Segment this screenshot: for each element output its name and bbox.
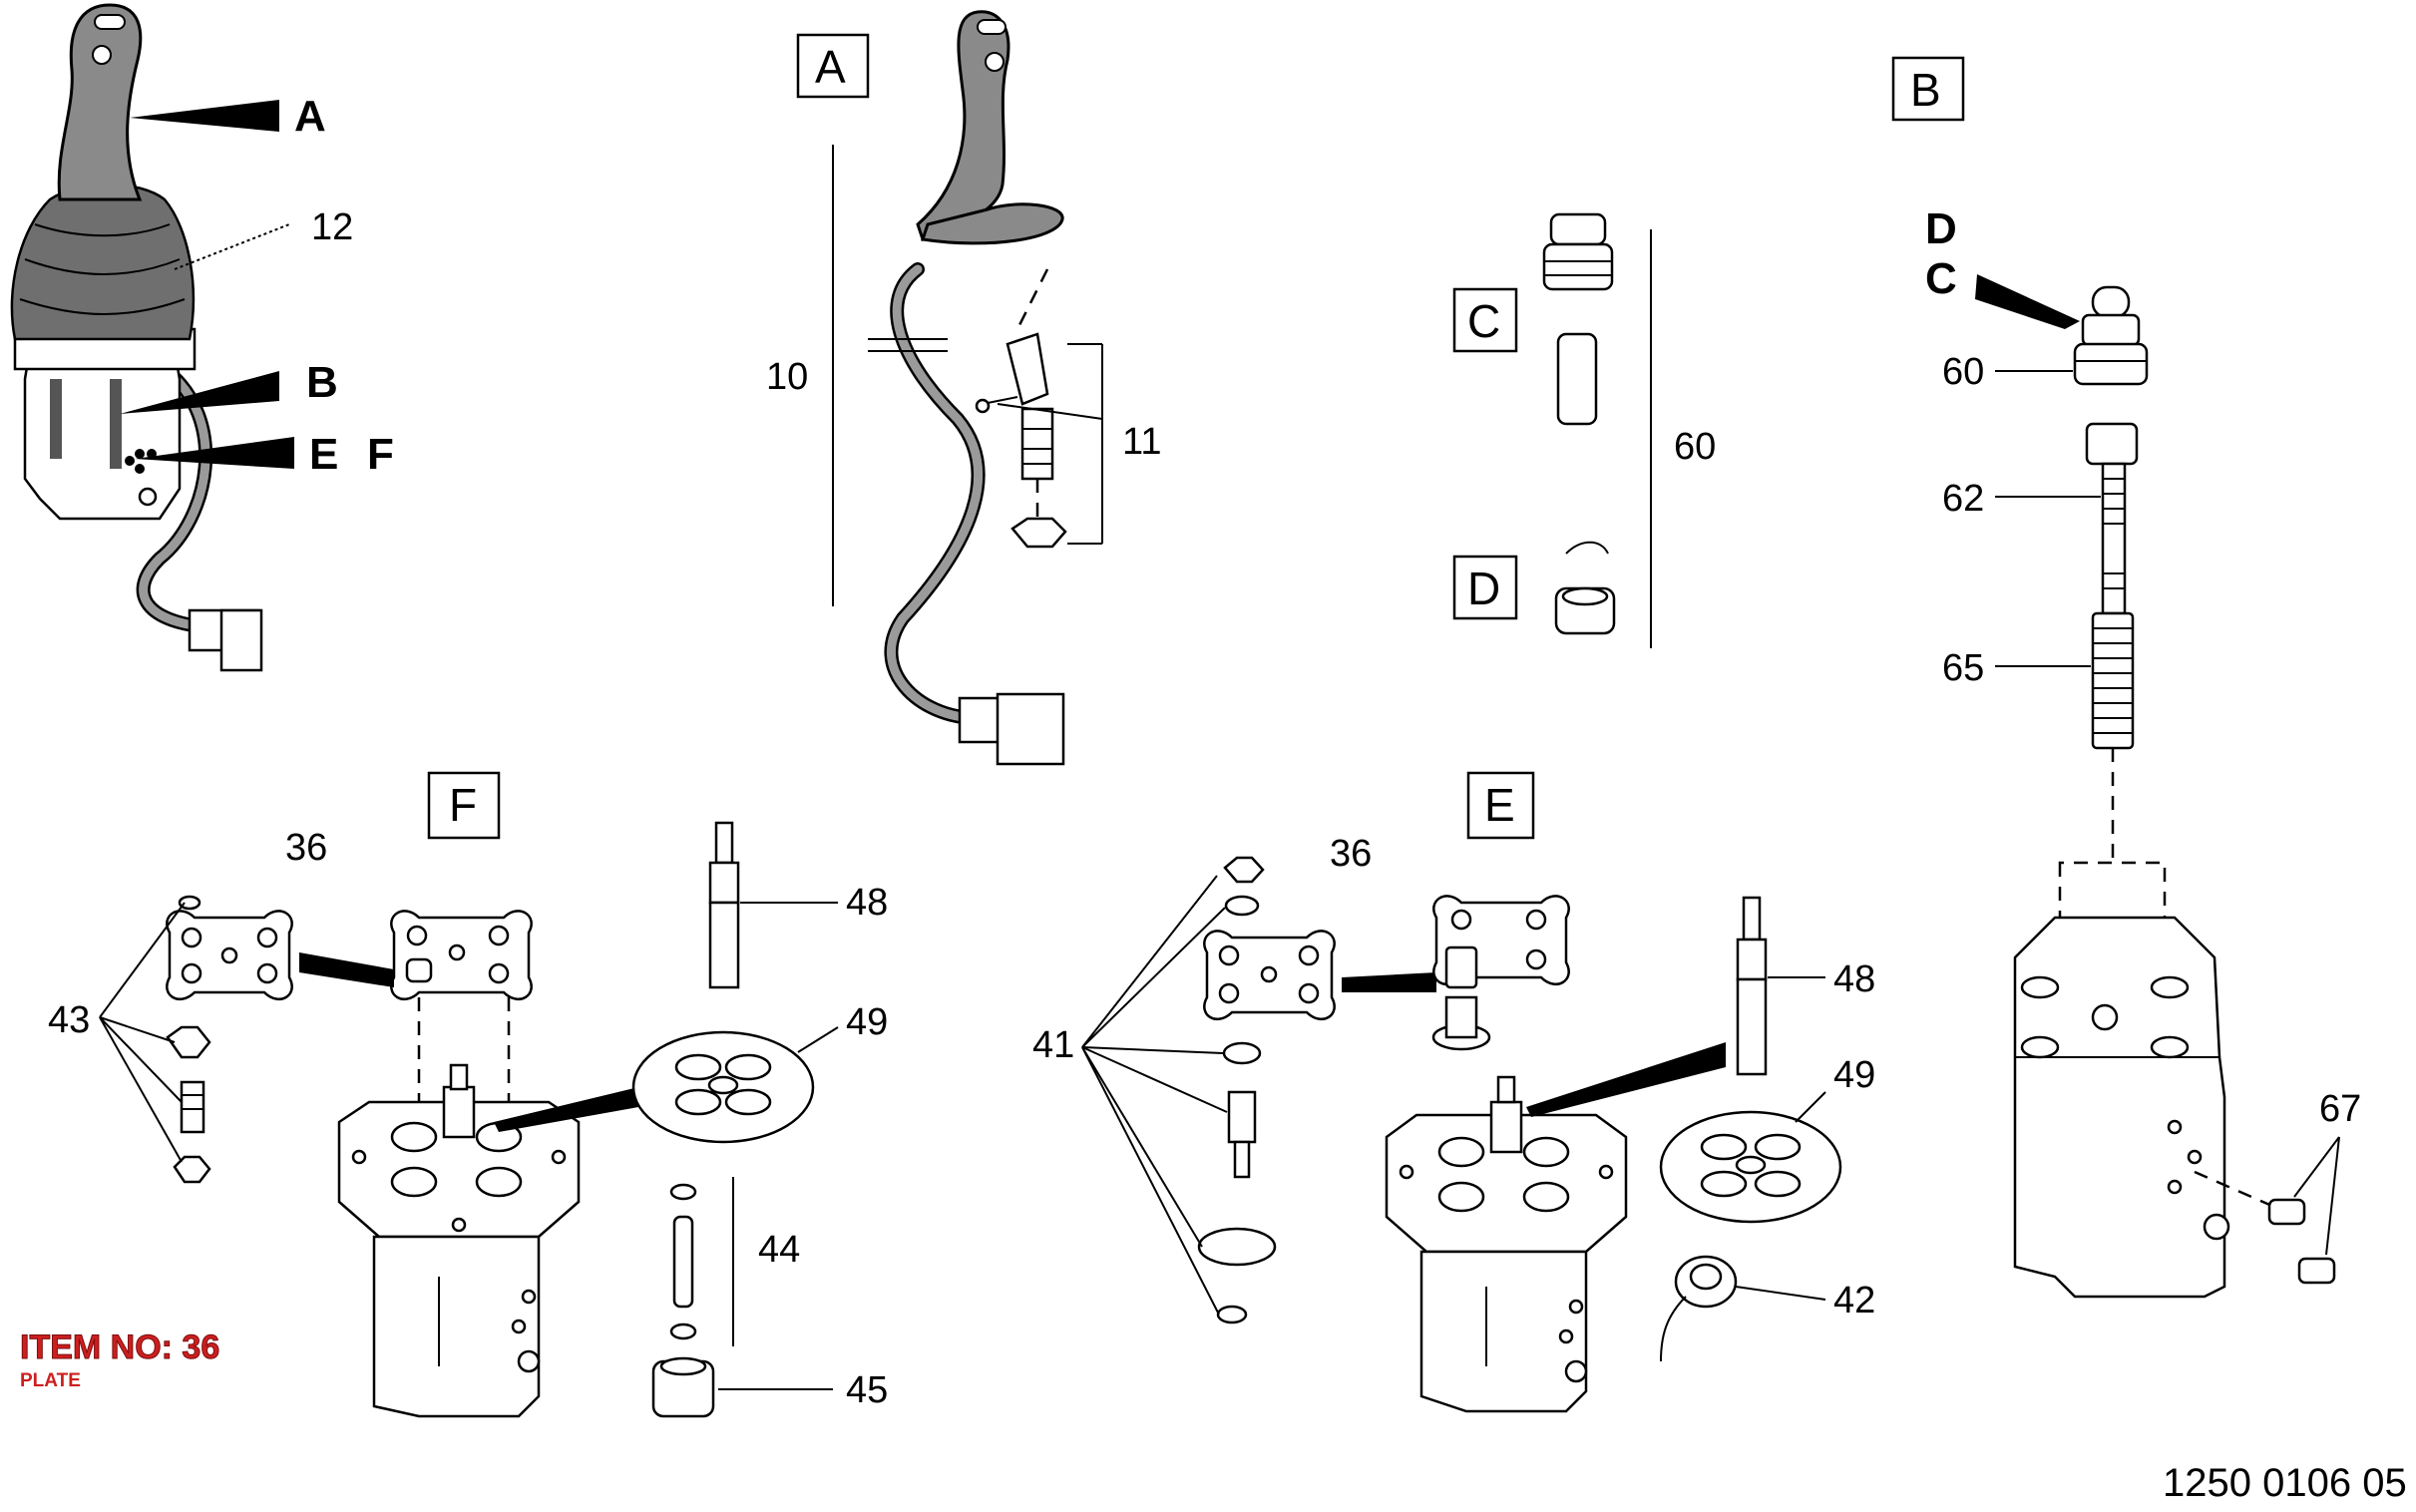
view-d-frame [1452, 555, 1518, 620]
label-60-group: 60 [1674, 426, 1716, 468]
label-49-f: 49 [846, 1001, 888, 1043]
view-c-frame [1452, 287, 1518, 353]
label-48-f: 48 [846, 882, 888, 924]
callout-arrow-b [120, 371, 279, 414]
callout-e: E [309, 430, 338, 479]
callout-d-b: D [1925, 204, 1957, 253]
figure-reference: 1250 0106 05 [2163, 1461, 2407, 1505]
label-12: 12 [311, 206, 353, 248]
view-b-frame [1891, 56, 1965, 122]
label-43: 43 [48, 999, 90, 1041]
view-label-e: E [1484, 779, 1515, 831]
view-a-frame [796, 33, 870, 99]
callout-a: A [294, 92, 326, 141]
label-11: 11 [1122, 421, 1161, 463]
callout-arrow-ef [135, 437, 294, 469]
callout-f: F [367, 430, 394, 479]
label-67: 67 [2319, 1088, 2361, 1130]
callout-arrow-c [1975, 274, 2080, 329]
callout-arrow-a [130, 100, 279, 132]
view-label-f: F [449, 779, 477, 831]
view-label-a: A [815, 41, 846, 93]
view-f-parts [99, 821, 839, 1418]
housing-assembly [1995, 285, 2340, 1299]
label-44: 44 [758, 1229, 800, 1271]
label-36-e: 36 [1330, 833, 1372, 875]
joystick-assembly [10, 3, 294, 672]
callout-b: B [306, 358, 338, 407]
item-number-title: ITEM NO: 36 [20, 1328, 219, 1366]
handle-part-10 [832, 10, 1065, 766]
label-62: 62 [1942, 478, 1984, 520]
item-number-subtitle: PLATE [20, 1370, 81, 1391]
label-45: 45 [846, 1369, 888, 1411]
label-41: 41 [1032, 1024, 1074, 1066]
view-label-b: B [1910, 64, 1941, 116]
view-e-frame [1466, 771, 1535, 840]
view-e-parts [1081, 856, 1842, 1413]
callout-c-b: C [1925, 254, 1957, 303]
label-36-f: 36 [285, 827, 327, 869]
label-49-e: 49 [1833, 1054, 1875, 1096]
label-10: 10 [766, 356, 808, 398]
view-label-d: D [1467, 563, 1500, 614]
view-f-frame [427, 771, 501, 840]
label-42: 42 [1833, 1280, 1875, 1322]
label-65: 65 [1942, 647, 1984, 689]
view-label-c: C [1467, 295, 1500, 347]
label-48-e: 48 [1833, 958, 1875, 1000]
pivot-parts-11 [975, 268, 1103, 549]
plunger-parts [1542, 212, 1652, 648]
label-60: 60 [1942, 351, 1984, 393]
